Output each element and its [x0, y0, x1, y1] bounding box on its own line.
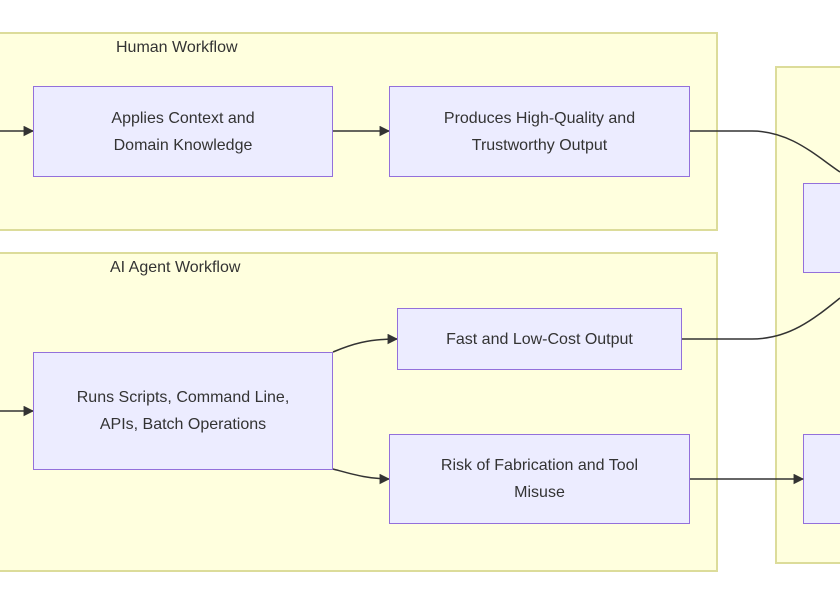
edge-fast-to-right-top [682, 297, 840, 340]
edge-runs-to-fast [332, 333, 399, 353]
right-cluster-node-top [803, 183, 840, 273]
edge-produces-to-right-top [690, 130, 840, 173]
node-runs-scripts: Runs Scripts, Command Line, APIs, Batch … [33, 352, 333, 470]
node-produces-output: Produces High-Quality and Trustworthy Ou… [389, 86, 690, 177]
node-fast-low-cost: Fast and Low-Cost Output [397, 308, 682, 370]
edge-runs-to-risk [332, 468, 391, 485]
ai-agent-workflow-title: AI Agent Workflow [110, 259, 241, 276]
human-workflow-title: Human Workflow [116, 39, 238, 56]
node-risk-fabrication: Risk of Fabrication and Tool Misuse [389, 434, 690, 524]
node-applies-context: Applies Context and Domain Knowledge [33, 86, 333, 177]
